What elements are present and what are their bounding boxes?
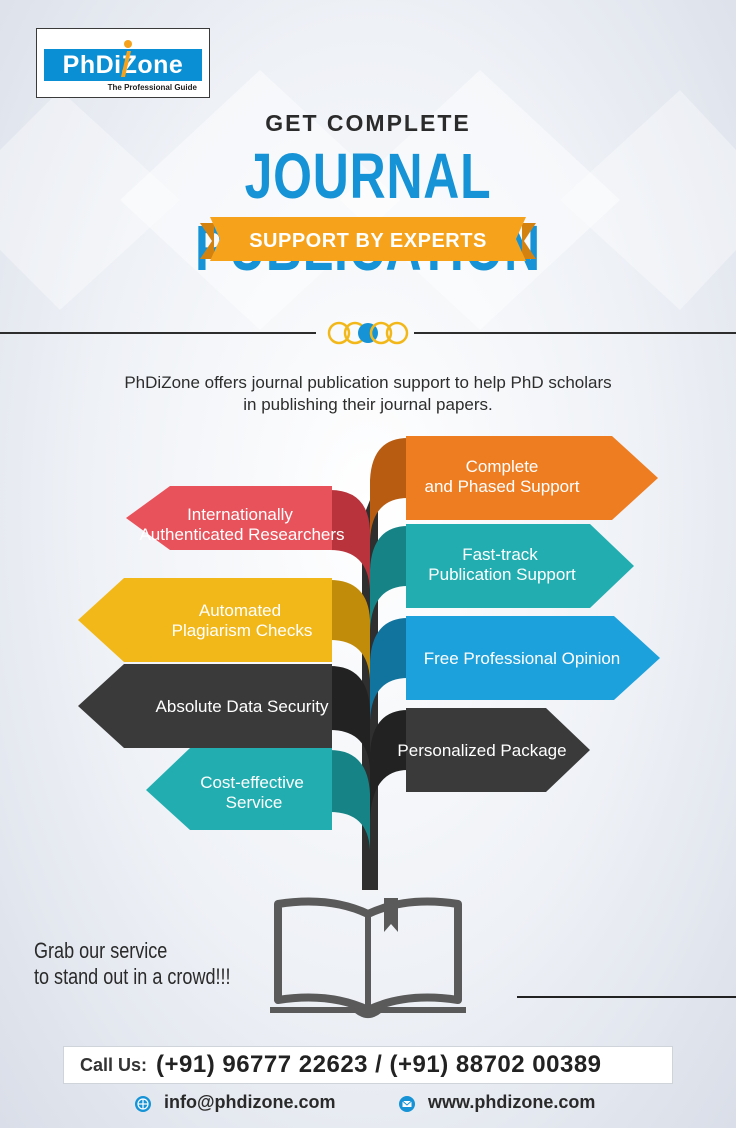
- divider-right: [414, 332, 736, 334]
- banner-tree: Internationally Authenticated Researcher…: [78, 436, 660, 890]
- left-banner-1-line1: Internationally: [187, 505, 293, 524]
- call-box: Call Us: (+91) 96777 22623 / (+91) 88702…: [63, 1046, 673, 1084]
- intro-text: PhDiZone offers journal publication supp…: [80, 372, 656, 416]
- phone-numbers[interactable]: (+91) 96777 22623 / (+91) 88702 00389: [156, 1051, 602, 1078]
- right-banner-4: Personalized Package: [370, 708, 590, 820]
- slogan-line2: to stand out in a crowd!!!: [34, 964, 231, 989]
- call-label: Call Us:: [80, 1055, 148, 1075]
- email-link[interactable]: info@phdizone.com: [164, 1092, 336, 1112]
- right-banner-2: Fast-track Publication Support: [370, 524, 634, 630]
- divider-left: [0, 332, 316, 334]
- left-banner-1-line2: Authenticated Researchers: [139, 525, 344, 544]
- website-link[interactable]: www.phdizone.com: [428, 1092, 596, 1112]
- open-book-icon: [270, 897, 466, 1018]
- headline-line1: GET COMPLETE: [265, 110, 471, 136]
- slogan: Grab our service to stand out in a crowd…: [34, 938, 231, 990]
- right-banner-3: Free Professional Opinion: [370, 616, 660, 720]
- logo: PhDiZone The Professional Guide: [36, 28, 210, 98]
- intro-line1: PhDiZone offers journal publication supp…: [124, 373, 612, 392]
- left-banner-3-line1: Absolute Data Security: [156, 697, 329, 716]
- left-banner-3: Absolute Data Security: [78, 664, 370, 770]
- background-diamonds: [0, 70, 736, 330]
- slogan-rule: [517, 996, 736, 998]
- rings-ornament: [327, 321, 409, 345]
- logo-tagline: The Professional Guide: [107, 83, 197, 92]
- logo-figure-icon: [121, 40, 132, 77]
- right-banner-4-line1: Personalized Package: [397, 741, 566, 760]
- headline-ribbon-text: SUPPORT BY EXPERTS: [249, 230, 487, 252]
- left-banner-2-line1: Automated: [199, 601, 281, 620]
- left-banner-1: Internationally Authenticated Researcher…: [126, 486, 370, 590]
- right-banner-3-line1: Free Professional Opinion: [424, 649, 621, 668]
- right-banner-2-line2: Publication Support: [428, 565, 576, 584]
- left-banner-4: Cost-effective Service: [146, 748, 370, 850]
- orange-ribbon: [200, 217, 536, 261]
- left-banner-2-line2: Plagiarism Checks: [172, 621, 313, 640]
- slogan-line1: Grab our service: [34, 938, 168, 963]
- left-banner-2: Automated Plagiarism Checks: [78, 578, 370, 680]
- mail-icon: [399, 1096, 415, 1112]
- right-banner-1-line2: and Phased Support: [424, 477, 579, 496]
- left-banner-4-line1: Cost-effective: [200, 773, 304, 792]
- left-banner-4-line2: Service: [226, 793, 283, 812]
- intro-line2: in publishing their journal papers.: [243, 395, 493, 414]
- right-banner-2-line1: Fast-track: [462, 545, 538, 564]
- right-banner-1: Complete and Phased Support: [370, 436, 658, 540]
- globe-icon: [135, 1096, 151, 1112]
- right-banner-1-line1: Complete: [466, 457, 539, 476]
